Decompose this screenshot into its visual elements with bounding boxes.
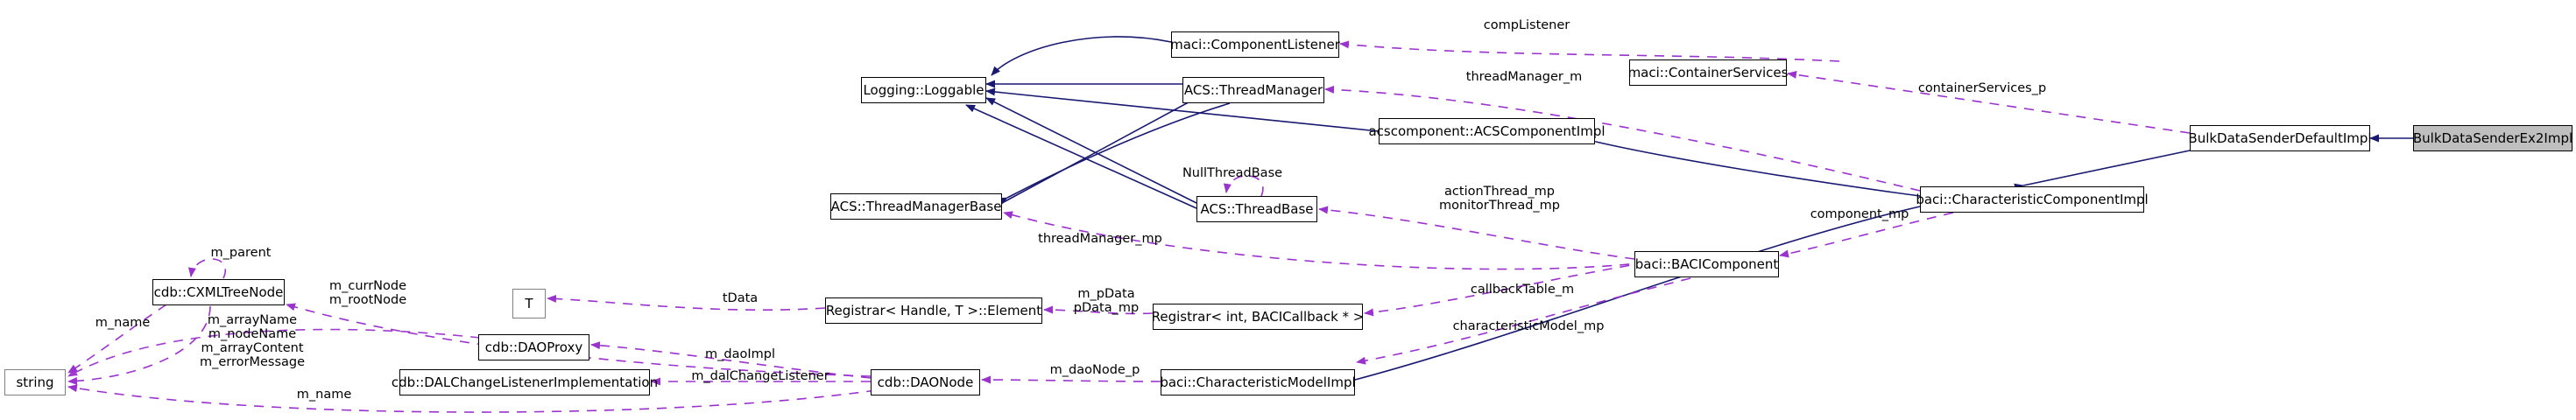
edge-label-containerservices-p: containerServices_p [1917,81,2047,95]
node-cdb-daoproxy[interactable]: cdb::DAOProxy [478,334,589,360]
edge-label-cxmltreenode-fields: m_arrayName m_nodeName m_arrayContent m_… [199,313,306,369]
node-baci-bacicomponent[interactable]: baci::BACIComponent [1634,251,1779,277]
node-cdb-cxmltreenode[interactable]: cdb::CXMLTreeNode [152,279,285,305]
edge-label-m-daonode-p: m_daoNode_p [1049,363,1140,377]
node-bulkdatasenderdefaultimpl[interactable]: BulkDataSenderDefaultImpl [2188,125,2372,151]
edge-label-component-mp: component_mp [1810,207,1909,221]
edge-label-m-name-left: m_name [95,316,151,330]
node-bulkdatasenderex2impl[interactable]: BulkDataSenderEx2Impl [2413,125,2572,151]
node-baci-characteristiccomponentimpl[interactable]: baci::CharacteristicComponentImpl [1916,186,2149,213]
node-acs-threadmanager[interactable]: ACS::ThreadManager [1182,77,1324,103]
node-acs-threadbase[interactable]: ACS::ThreadBase [1196,196,1317,222]
node-baci-characteristicmodelimpl[interactable]: baci::CharacteristicModelImpl [1160,369,1356,396]
edge-label-tdata: tData [722,291,759,305]
node-cdb-dalchangelistenerimplementation[interactable]: cdb::DALChangeListenerImplementation [392,369,658,396]
node-logging-loggable[interactable]: Logging::Loggable [861,77,986,103]
node-registrar-handle-t-element[interactable]: Registrar< Handle, T >::Element [825,298,1042,324]
node-acscomponent-acscomponentimpl[interactable]: acscomponent::ACSComponentImpl [1368,118,1606,144]
edge-label-m-parent: m_parent [210,246,272,260]
node-maci-containerservices[interactable]: maci::ContainerServices [1628,60,1788,86]
edge-label-m-dalchangelistener: m_dalChangeListener [691,369,829,383]
edge-label-nullthreadbase: NullThreadBase [1182,166,1283,180]
node-registrar-int-bacicallback[interactable]: Registrar< int, BACICallback * > [1152,304,1364,330]
node-template-parameter-t[interactable]: T [512,289,546,318]
edge-label-pdata: m_pData pData_mp [1073,287,1140,315]
edge-label-complistener: compListener [1483,18,1570,32]
usage-edges [67,40,2191,413]
edge-label-action-monitor-thread-mp: actionThread_mp monitorThread_mp [1438,185,1560,213]
node-cdb-daonode[interactable]: cdb::DAONode [871,369,980,396]
node-string[interactable]: string [4,369,66,396]
edge-label-threadmanager-m: threadManager_m [1465,70,1583,84]
edge-label-currnode-rootnode: m_currNode m_rootNode [328,279,407,307]
node-maci-componentlistener[interactable]: maci::ComponentListener [1170,32,1340,58]
edge-label-characteristicmodel-mp: characteristicModel_mp [1452,319,1605,333]
edge-label-m-daoimpl: m_daoImpl [705,347,775,361]
edge-label-m-name-bottom: m_name [296,388,352,402]
inheritance-edges [965,36,2413,386]
edge-label-callbacktable-m: callbackTable_m [1470,283,1575,297]
edge-label-threadmanager-mp: threadManager_mp [1038,232,1162,246]
node-acs-threadmanagerbase[interactable]: ACS::ThreadManagerBase [830,193,1002,220]
